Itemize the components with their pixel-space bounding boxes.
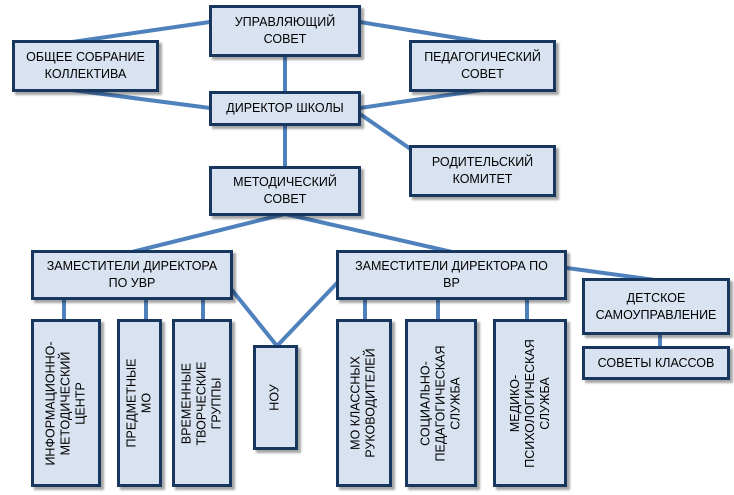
mo-class-teachers-label: МО КЛАССНЫХ РУКОВОДИТЕЛЕЙ [349, 348, 378, 458]
methodical-council-box: МЕТОДИЧЕСКИЙ СОВЕТ [209, 166, 361, 216]
subject-mo-label: ПРЕДМЕТНЫЕ МО [124, 358, 154, 448]
subject-mo-box: ПРЕДМЕТНЫЕ МО [117, 319, 162, 487]
pedagogical-council-label: ПЕДАГОГИЧЕСКИЙ СОВЕТ [424, 50, 541, 81]
general-meeting-label: ОБЩЕЕ СОБРАНИЕ КОЛЛЕКТИВА [26, 50, 145, 81]
deputy-directors-uvr-label: ЗАМЕСТИТЕЛИ ДИРЕКТОРА ПО УВР [46, 259, 218, 290]
pedagogical-council-box: ПЕДАГОГИЧЕСКИЙ СОВЕТ [409, 40, 556, 92]
info-method-center-label: ИНФОРМАЦИОННО- МЕТОДИЧЕСКИЙ ЦЕНТР [43, 340, 88, 466]
parent-committee-box: РОДИТЕЛЬСКИЙ КОМИТЕТ [409, 145, 556, 197]
governing-council-box: УПРАВЛЯЮЩИЙ СОВЕТ [209, 5, 361, 57]
temp-creative-groups-box: ВРЕМЕННЫЕ ТВОРЧЕСКИЕ ГРУППЫ [172, 319, 232, 487]
methodical-council-label: МЕТОДИЧЕСКИЙ СОВЕТ [233, 175, 337, 206]
student-self-government-label: ДЕТСКОЕ САМОУПРАВЛЕНИЕ [595, 290, 717, 322]
mo-class-teachers-box: МО КЛАССНЫХ РУКОВОДИТЕЛЕЙ [336, 319, 392, 487]
temp-creative-groups-label: ВРЕМЕННЫЕ ТВОРЧЕСКИЕ ГРУППЫ [179, 361, 224, 445]
deputy-directors-vr-label: ЗАМЕСТИТЕЛИ ДИРЕКТОРА ПО ВР [355, 259, 548, 290]
parent-committee-label: РОДИТЕЛЬСКИЙ КОМИТЕТ [431, 155, 534, 186]
med-psych-service-label: МЕДИКО- ПСИХОЛОГИЧЕСКАЯ СЛУЖБА [507, 338, 552, 468]
info-method-center-box: ИНФОРМАЦИОННО- МЕТОДИЧЕСКИЙ ЦЕНТР [31, 319, 101, 487]
social-ped-service-label: СОЦИАЛЬНО- ПЕДАГОГИЧЕСКАЯ СЛУЖБА [418, 344, 463, 462]
deputy-directors-uvr-box: ЗАМЕСТИТЕЛИ ДИРЕКТОРА ПО УВР [31, 250, 233, 300]
nou-label: НОУ [267, 384, 282, 411]
social-ped-service-box: СОЦИАЛЬНО- ПЕДАГОГИЧЕСКАЯ СЛУЖБА [405, 319, 477, 487]
deputy-directors-vr-box: ЗАМЕСТИТЕЛИ ДИРЕКТОРА ПО ВР [336, 250, 567, 300]
class-councils-box: СОВЕТЫ КЛАССОВ [582, 346, 730, 380]
student-self-government-box: ДЕТСКОЕ САМОУПРАВЛЕНИЕ [582, 278, 730, 335]
med-psych-service-box: МЕДИКО- ПСИХОЛОГИЧЕСКАЯ СЛУЖБА [493, 319, 567, 487]
school-director-label: ДИРЕКТОР ШКОЛЫ [226, 101, 344, 115]
nou-box: НОУ [253, 345, 298, 450]
class-councils-label: СОВЕТЫ КЛАССОВ [597, 355, 715, 370]
school-director-box: ДИРЕКТОР ШКОЛЫ [209, 91, 361, 126]
governing-council-label: УПРАВЛЯЮЩИЙ СОВЕТ [234, 15, 336, 46]
general-meeting-box: ОБЩЕЕ СОБРАНИЕ КОЛЛЕКТИВА [12, 40, 159, 92]
